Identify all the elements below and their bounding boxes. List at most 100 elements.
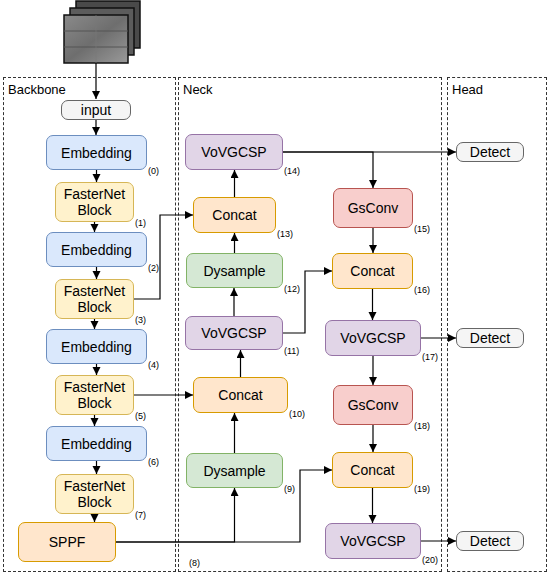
layer-box: Concat(10) <box>193 377 288 413</box>
stage-group: HeadDetectDetectDetect <box>447 77 547 572</box>
layer-index: (19) <box>414 484 430 494</box>
layer-box: Embedding(4) <box>46 329 147 364</box>
layer-label: input <box>81 102 111 118</box>
arrow-connector <box>283 151 456 152</box>
layer-box: SPPF(8) <box>18 522 116 562</box>
layer-label: FasterNet Block <box>60 379 129 411</box>
layer-box: Detect <box>456 142 524 162</box>
layer-index: (0) <box>148 166 159 176</box>
arrow-connector <box>372 289 373 320</box>
layer-box: Dysample(12) <box>186 253 283 288</box>
layer-index: (4) <box>148 360 159 370</box>
layer-index: (5) <box>135 411 146 421</box>
layer-box: VoVGCSP(14) <box>185 134 283 170</box>
layer-index: (14) <box>284 166 300 176</box>
layer-index: (8) <box>189 558 200 568</box>
layer-label: GsConv <box>348 200 399 216</box>
arrow-connector <box>134 394 193 395</box>
arrow-connector <box>234 233 235 253</box>
layer-box: FasterNet Block(1) <box>55 182 134 222</box>
arrow-connector <box>283 271 332 333</box>
layer-label: VoVGCSP <box>201 144 266 160</box>
layer-index: (7) <box>135 510 146 520</box>
arrow-connector <box>96 267 97 279</box>
input-image-stack <box>64 1 140 63</box>
stage-group: BackboneinputEmbedding(0)FasterNet Block… <box>3 77 176 572</box>
arrow-connector <box>94 514 95 522</box>
layer-box: Dysample(9) <box>186 453 283 488</box>
layer-box: VoVGCSP(20) <box>325 523 421 559</box>
arrow-connector <box>94 222 95 232</box>
layer-label: Embedding <box>61 339 132 355</box>
arrow-connector <box>372 425 373 452</box>
group-title: Backbone <box>8 82 66 97</box>
arrow-connector <box>96 170 97 182</box>
layer-label: VoVGCSP <box>340 533 405 549</box>
layer-index: (10) <box>289 409 305 419</box>
layer-box: FasterNet Block(7) <box>55 474 134 514</box>
arrow-connector <box>234 170 235 197</box>
layer-box: Concat(13) <box>193 197 276 233</box>
layer-index: (1) <box>135 218 146 228</box>
layer-label: Embedding <box>61 145 132 161</box>
layer-box: Detect <box>456 328 524 348</box>
arrow-connector <box>283 152 373 188</box>
layer-box: Embedding(2) <box>46 232 147 267</box>
layer-box: input <box>61 100 131 120</box>
layer-box: Concat(19) <box>332 452 413 488</box>
layer-label: Embedding <box>61 436 132 452</box>
layer-label: SPPF <box>49 534 86 550</box>
layer-index: (15) <box>414 224 430 234</box>
layer-index: (17) <box>422 352 438 362</box>
layer-box: FasterNet Block(5) <box>55 375 134 415</box>
arrow-connector <box>95 120 96 135</box>
arrow-connector <box>372 488 373 523</box>
layer-label: Concat <box>350 263 394 279</box>
arrow-connector <box>116 488 235 542</box>
arrow-connector <box>233 288 234 316</box>
group-title: Head <box>452 82 483 97</box>
layer-index: (2) <box>148 263 159 273</box>
layer-index: (9) <box>284 484 295 494</box>
layer-label: Concat <box>350 462 394 478</box>
layer-index: (18) <box>414 421 430 431</box>
layer-label: FasterNet Block <box>60 186 129 218</box>
layer-label: Detect <box>470 533 510 549</box>
layer-box: VoVGCSP(11) <box>185 316 283 350</box>
layer-box: Concat(16) <box>332 253 413 289</box>
arrow-connector <box>134 215 193 299</box>
layer-box: Embedding(6) <box>46 426 147 461</box>
arrow-connector <box>421 540 456 541</box>
layer-box: Embedding(0) <box>46 135 147 170</box>
layer-label: Detect <box>470 144 510 160</box>
layer-label: FasterNet Block <box>60 283 129 315</box>
layer-label: Concat <box>218 387 262 403</box>
arrow-connector <box>94 415 95 426</box>
layer-label: Detect <box>470 330 510 346</box>
layer-index: (16) <box>414 285 430 295</box>
layer-label: VoVGCSP <box>340 330 405 346</box>
layer-index: (13) <box>277 229 293 239</box>
layer-index: (6) <box>148 457 159 467</box>
arrow-connector <box>116 470 332 542</box>
group-title: Neck <box>183 82 213 97</box>
layer-label: Dysample <box>203 263 265 279</box>
arrow-connector <box>234 413 235 453</box>
arrow-connector <box>421 337 456 338</box>
layer-label: Concat <box>212 207 256 223</box>
layer-label: Embedding <box>61 242 132 258</box>
layer-box: GsConv(18) <box>333 385 413 425</box>
arrow-connector <box>96 461 97 474</box>
arrow-connector <box>240 350 241 377</box>
layer-label: GsConv <box>348 397 399 413</box>
layer-box: GsConv(15) <box>333 188 413 228</box>
layer-index: (12) <box>284 284 300 294</box>
layer-index: (11) <box>284 346 299 356</box>
arrow-connector <box>96 364 97 375</box>
layer-box: FasterNet Block(3) <box>55 279 134 319</box>
arrow-connector <box>372 356 373 385</box>
layer-index: (20) <box>422 555 438 565</box>
layer-box: VoVGCSP(17) <box>325 320 421 356</box>
arrow-connector <box>94 319 95 329</box>
